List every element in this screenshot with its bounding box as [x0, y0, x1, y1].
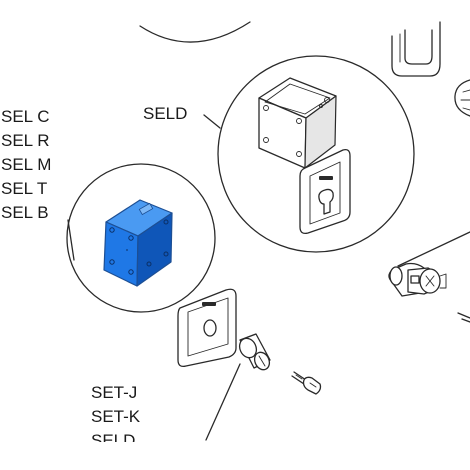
label-seld: SELD [143, 104, 188, 123]
sel-highlighted-lock-box [103, 199, 173, 287]
top-right-device-part [391, 21, 441, 77]
cylinder-lock-part [388, 231, 470, 297]
label-set-j: SET-J [91, 383, 138, 402]
sel-detail-circle [66, 163, 216, 313]
seld-detail-circle [217, 55, 415, 253]
top-arc-outline [139, 21, 251, 43]
set-cylinder [238, 333, 271, 371]
label-sel-t: SEL T [1, 179, 48, 198]
seld-lock-box [258, 77, 337, 169]
label-sel-m: SEL M [1, 155, 52, 174]
label-sel-b: SEL B [1, 203, 49, 222]
seld-leader-line [203, 114, 221, 129]
set-leader-line [205, 363, 241, 441]
seld-keyhole-plate [299, 148, 351, 235]
set-keyhole-plate [177, 288, 237, 368]
label-sel-r: SEL R [1, 131, 50, 150]
label-set-seld: SELD [91, 432, 136, 442]
label-sel-c: SEL C [1, 107, 50, 126]
sel-leader-line [67, 219, 75, 261]
label-set-k: SET-K [91, 407, 141, 426]
right-edge-key [457, 312, 470, 323]
right-edge-part [454, 79, 470, 117]
set-key [291, 371, 322, 395]
